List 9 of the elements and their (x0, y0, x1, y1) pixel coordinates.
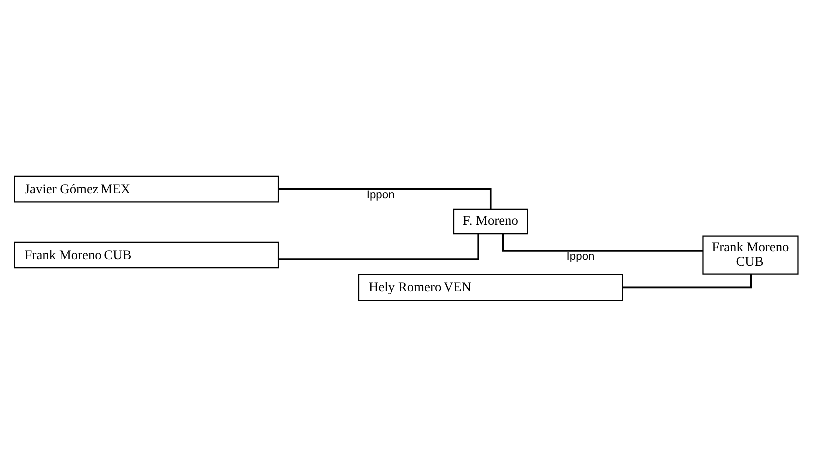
node-box: Frank Moreno CUB (702, 235, 799, 274)
node-box: Frank Moreno CUB (14, 241, 280, 268)
edge-label: Ippon (566, 250, 595, 262)
edge-label: Ippon (366, 188, 395, 201)
node-box: Hely Romero VEN (358, 274, 624, 301)
connector (278, 234, 480, 260)
node-box: F. Moreno (453, 208, 528, 234)
connector (278, 188, 492, 209)
node-box: Javier GómezMEX (14, 175, 280, 202)
